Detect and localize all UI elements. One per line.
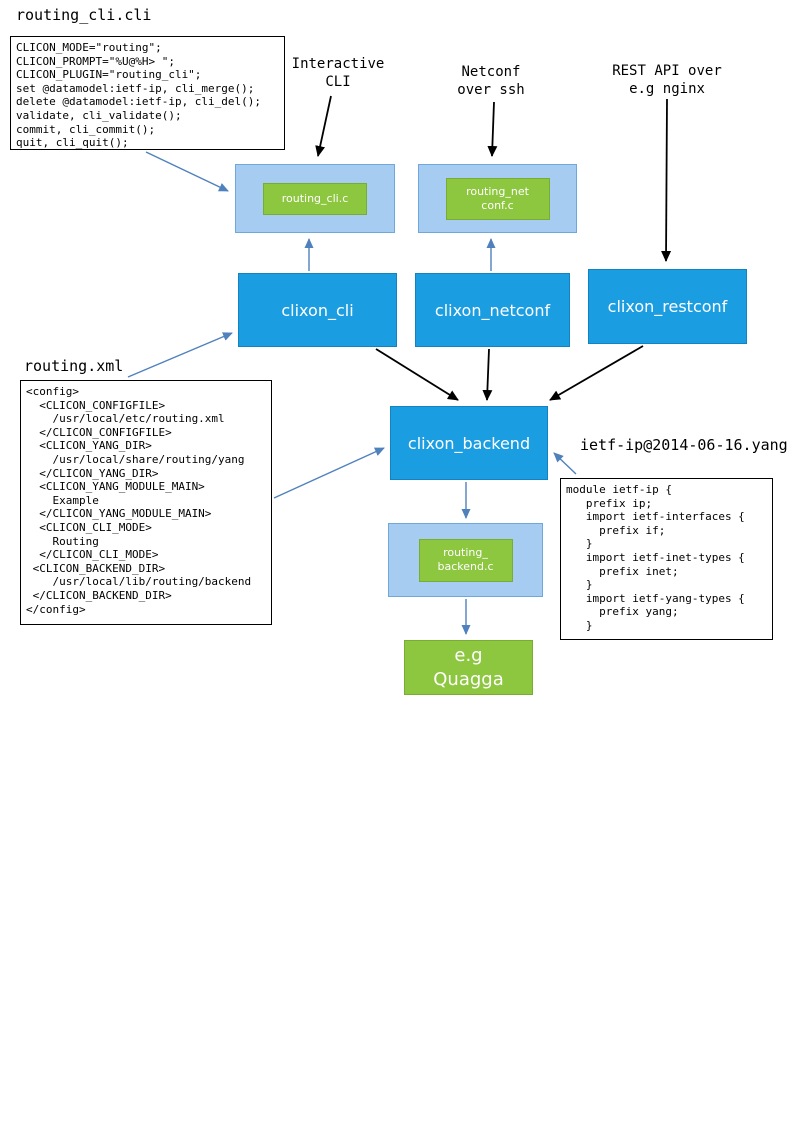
arrow-clixon-cli-to-backend <box>375 348 459 401</box>
arrow-routing-xml-to-clixon-cli <box>127 332 233 378</box>
annotation-rest-api: REST API over e.g nginx <box>612 63 722 97</box>
node-clixon-backend-label: clixon_backend <box>407 433 531 453</box>
file-label-ietf-ip-yang: ietf-ip@2014-06-16.yang <box>580 436 788 454</box>
plugin-container-backend: routing_ backend.c <box>388 523 543 597</box>
code-routing-xml: <config> <CLICON_CONFIGFILE> /usr/local/… <box>20 380 272 625</box>
arrow-netconf-to-routing-netconf-plugin <box>487 101 498 157</box>
node-clixon-cli-label: clixon_cli <box>281 300 354 320</box>
arrow-yang-file-to-clixon-backend <box>553 452 577 475</box>
node-clixon-netconf: clixon_netconf <box>415 273 570 347</box>
node-clixon-cli: clixon_cli <box>238 273 397 347</box>
arrow-routing-cli-file-to-cli-plugin <box>145 151 229 192</box>
arrow-routing-xml-to-clixon-backend <box>273 447 385 499</box>
file-label-routing-cli-cli: routing_cli.cli <box>16 6 152 24</box>
plugin-routing-backend-c-label: routing_ backend.c <box>437 546 494 573</box>
node-quagga: e.g Quagga <box>404 640 533 695</box>
plugin-container-cli: routing_cli.c <box>235 164 395 233</box>
arrow-clixon-restconf-to-backend <box>549 345 644 401</box>
plugin-routing-cli-c-label: routing_cli.c <box>281 191 349 205</box>
file-label-routing-xml: routing.xml <box>24 357 124 375</box>
node-clixon-restconf: clixon_restconf <box>588 269 747 344</box>
plugin-routing-netconf-c: routing_net conf.c <box>445 177 550 220</box>
arrow-interactive-cli-to-routing-cli-plugin <box>315 95 332 157</box>
code-routing-cli-cli: CLICON_MODE="routing"; CLICON_PROMPT="%U… <box>10 36 285 150</box>
node-clixon-restconf-label: clixon_restconf <box>607 297 728 316</box>
annotation-netconf-over-ssh: Netconf over ssh <box>457 64 525 98</box>
node-clixon-backend: clixon_backend <box>390 406 548 480</box>
plugin-container-netconf: routing_net conf.c <box>418 164 577 233</box>
annotation-interactive-cli: Interactive CLI <box>291 56 385 90</box>
arrow-restapi-to-clixon-restconf <box>661 98 672 262</box>
plugin-routing-backend-c: routing_ backend.c <box>418 538 513 582</box>
plugin-routing-netconf-c-label: routing_net conf.c <box>466 184 529 212</box>
arrow-clixon-netconf-to-backend <box>482 348 493 401</box>
plugin-routing-cli-c: routing_cli.c <box>263 182 367 215</box>
node-clixon-netconf-label: clixon_netconf <box>434 300 551 320</box>
code-ietf-ip-yang: module ietf-ip { prefix ip; import ietf-… <box>560 478 773 640</box>
node-quagga-label: e.g Quagga <box>433 644 504 690</box>
